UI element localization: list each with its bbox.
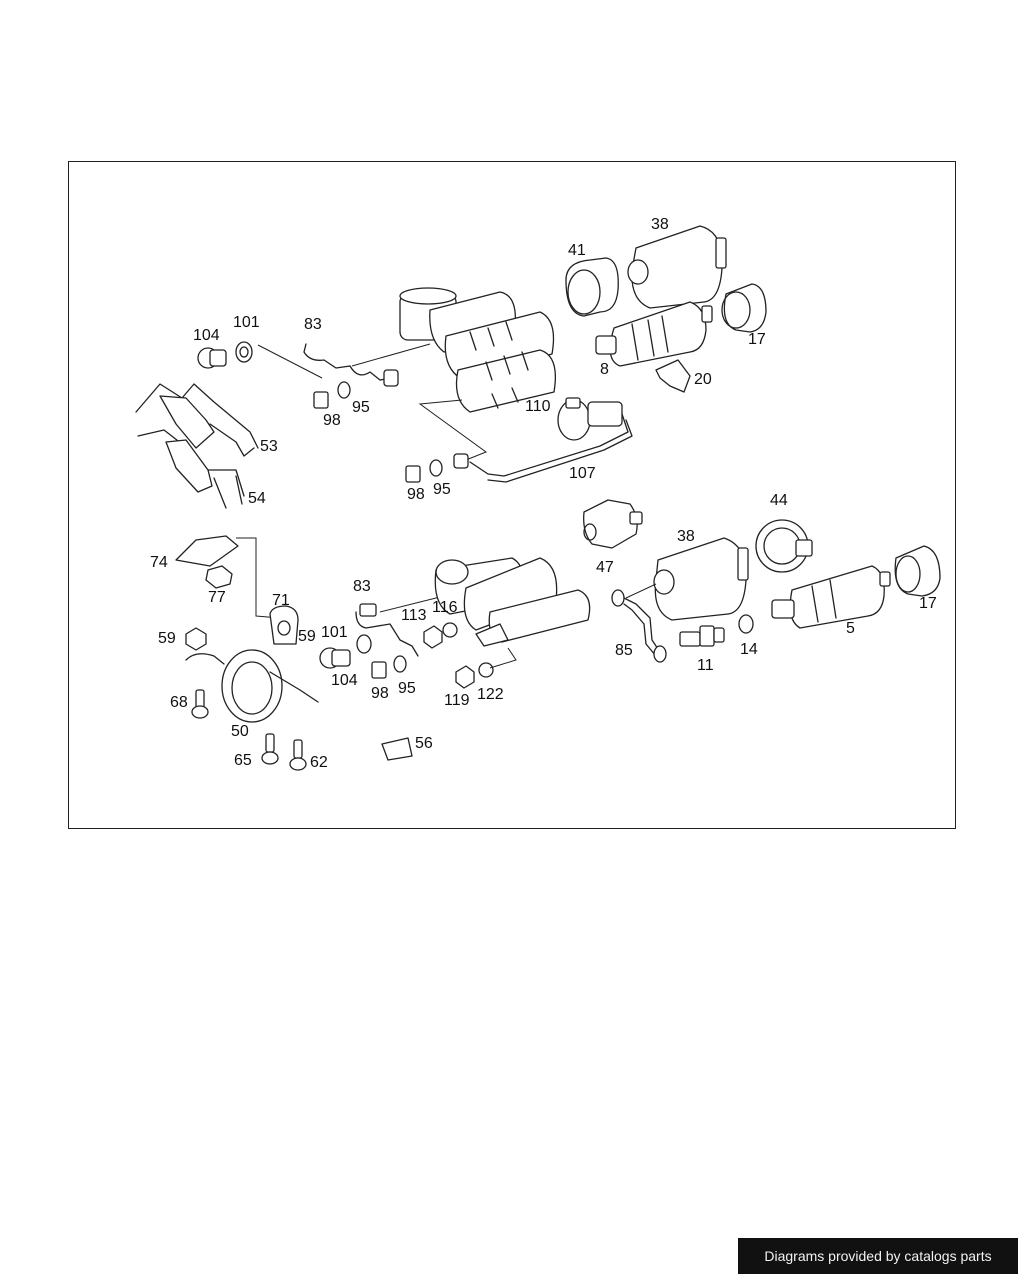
fuel-pump-accumulator-group-top	[399, 287, 557, 413]
label-119: 119	[444, 692, 470, 709]
label-59: 59	[298, 628, 316, 645]
part-17-ring-top	[721, 283, 767, 333]
label-11: 11	[697, 657, 714, 674]
label-113: 113	[401, 607, 427, 624]
label-95: 95	[398, 680, 416, 697]
part-95-washer-bottom	[393, 655, 407, 673]
part-116-lock-washer	[442, 622, 458, 638]
label-59: 59	[158, 630, 176, 647]
part-98-fitting-mid	[405, 465, 421, 483]
label-17: 17	[919, 595, 937, 612]
label-14: 14	[740, 641, 758, 658]
part-98-fitting-bottom	[371, 661, 387, 679]
part-38-filter-bottom	[653, 537, 749, 621]
part-68-bolt	[191, 689, 209, 719]
label-38: 38	[677, 528, 695, 545]
diagram-frame	[68, 161, 956, 829]
label-56: 56	[415, 735, 433, 752]
label-41: 41	[568, 242, 586, 259]
label-98: 98	[371, 685, 389, 702]
part-85-fuel-line	[611, 589, 667, 663]
label-17: 17	[748, 331, 766, 348]
part-41-sleeve	[565, 257, 619, 317]
part-14-washer	[738, 614, 754, 634]
label-53: 53	[260, 438, 278, 455]
label-95: 95	[352, 399, 370, 416]
credit-badge: Diagrams provided by catalogs parts	[738, 1238, 1018, 1274]
label-83: 83	[353, 578, 371, 595]
label-104: 104	[193, 327, 220, 344]
label-101: 101	[321, 624, 348, 641]
label-38: 38	[651, 216, 669, 233]
part-47-pressure-regulator	[583, 499, 643, 549]
part-8-fuel-pump-top	[595, 301, 713, 367]
part-101-washer-bottom	[356, 634, 372, 654]
part-53-bracket	[135, 383, 259, 457]
label-20: 20	[694, 371, 712, 388]
label-104: 104	[331, 672, 358, 689]
label-54: 54	[248, 490, 266, 507]
label-77: 77	[208, 589, 226, 606]
part-65-bolt	[261, 733, 279, 765]
part-11-union	[679, 625, 725, 647]
label-8: 8	[600, 361, 609, 378]
part-95-washer-mid	[429, 459, 443, 477]
part-71-rubber-mount	[269, 605, 299, 645]
part-54-bracket	[137, 429, 245, 509]
label-101: 101	[233, 314, 260, 331]
label-44: 44	[770, 492, 788, 509]
part-104-bolt	[197, 347, 227, 369]
label-116: 116	[432, 599, 458, 616]
part-20-bracket	[655, 359, 691, 393]
label-98: 98	[407, 486, 425, 503]
label-71: 71	[272, 592, 290, 609]
part-44-clamp-ring	[755, 519, 813, 573]
part-104-bolt-bottom	[319, 647, 351, 669]
part-110-clamp	[557, 397, 591, 441]
part-50-clamp	[185, 649, 319, 723]
part-95-washer-top	[337, 381, 351, 399]
fuel-pump-accumulator-group-bottom	[434, 557, 591, 647]
part-83-fuel-line-bottom	[355, 611, 419, 657]
label-107: 107	[569, 465, 596, 482]
label-50: 50	[231, 723, 249, 740]
part-74-bracket	[175, 535, 239, 567]
part-119-nut	[455, 665, 475, 689]
part-98-fitting-top	[313, 391, 329, 409]
label-85: 85	[615, 642, 633, 659]
label-110: 110	[525, 398, 551, 415]
label-95: 95	[433, 481, 451, 498]
part-107-fuel-line	[453, 401, 633, 483]
part-101-washer	[235, 341, 253, 363]
part-38-filter-top	[627, 225, 727, 309]
label-98: 98	[323, 412, 341, 429]
label-47: 47	[596, 559, 614, 576]
label-74: 74	[150, 554, 168, 571]
part-17-ring-bottom	[894, 545, 941, 597]
part-5-fuel-pump-bottom	[771, 565, 891, 629]
part-83-fuel-line	[303, 343, 351, 369]
part-59-nut	[185, 627, 207, 651]
label-68: 68	[170, 694, 188, 711]
part-56-clip	[381, 737, 413, 761]
part-77-nut	[205, 565, 233, 589]
label-83: 83	[304, 316, 322, 333]
part-113-nut	[423, 625, 443, 649]
label-122: 122	[477, 686, 504, 703]
part-62-bolt	[289, 739, 307, 771]
part-122-lock-washer	[478, 662, 494, 678]
label-62: 62	[310, 754, 328, 771]
label-65: 65	[234, 752, 252, 769]
label-5: 5	[846, 620, 855, 637]
